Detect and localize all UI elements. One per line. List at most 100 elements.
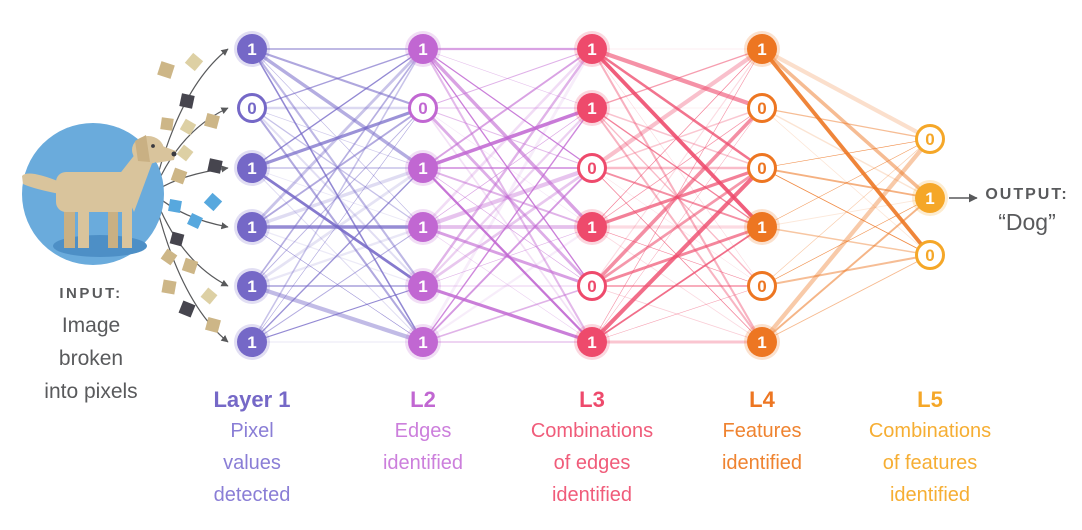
connection <box>590 47 764 170</box>
connection <box>422 48 593 169</box>
caption-line-layer-3-1: Combinations <box>530 420 654 442</box>
node-layer-1-6: 1 <box>237 327 267 357</box>
connection <box>761 47 931 141</box>
input-line-1: Image <box>61 314 121 337</box>
connection <box>761 107 931 199</box>
input-arrow-icon <box>156 201 229 287</box>
input-line-2: broken <box>58 347 124 370</box>
connection <box>422 285 593 343</box>
caption-line-layer-5-1: Combinations <box>868 420 992 442</box>
caption-line-layer-2-1: Edges <box>394 420 452 442</box>
pixel-squares <box>157 52 223 333</box>
connection <box>422 167 593 287</box>
connection <box>591 48 763 109</box>
node-layer-2-2: 0 <box>408 93 438 123</box>
connection <box>761 138 931 287</box>
node-layer-3-4: 1 <box>577 212 607 242</box>
pixel-square <box>160 117 174 131</box>
node-layer-5-3: 0 <box>915 240 945 270</box>
node-layer-3-5: 0 <box>577 271 607 301</box>
caption-title-layer-4: L4 <box>749 387 775 412</box>
node-layer-1-3: 1 <box>237 153 267 183</box>
connection <box>422 48 593 228</box>
connection <box>251 167 424 343</box>
pixel-square <box>184 52 204 72</box>
layer-connections <box>250 46 932 344</box>
connection <box>251 226 424 287</box>
connection <box>591 48 763 287</box>
pixel-square <box>200 287 218 305</box>
connection <box>761 138 931 169</box>
connection <box>251 226 424 343</box>
connection <box>591 47 763 170</box>
node-layer-2-1: 1 <box>408 34 438 64</box>
node-layer-1-4: 1 <box>237 212 267 242</box>
pixel-square <box>169 231 185 247</box>
connection <box>761 254 931 343</box>
pixel-square <box>161 279 177 295</box>
connection <box>422 166 593 288</box>
dog-icon <box>22 135 177 248</box>
connection <box>251 166 424 288</box>
pixel-square <box>178 300 196 318</box>
connection <box>251 107 424 343</box>
node-layer-5-2: 1 <box>915 183 945 213</box>
connection <box>422 48 593 287</box>
node-layer-1-1: 1 <box>237 34 267 64</box>
pixel-square <box>179 118 197 136</box>
connection <box>251 225 424 288</box>
connection <box>251 285 424 343</box>
caption-line-layer-4-2: identified <box>721 452 803 474</box>
node-layer-4-3: 0 <box>747 153 777 183</box>
connection <box>422 226 593 343</box>
node-layer-5-1: 0 <box>915 124 945 154</box>
caption-line-layer-5-3: identified <box>889 484 971 506</box>
pixel-square <box>187 213 203 229</box>
connection <box>422 226 593 287</box>
input-arrow-icon <box>156 107 229 185</box>
connection <box>761 226 931 256</box>
pixel-square <box>157 61 175 79</box>
pixel-square <box>168 199 182 213</box>
node-layer-3-1: 1 <box>577 34 607 64</box>
caption-line-layer-5-2: of features <box>882 452 978 474</box>
pixel-square <box>204 113 220 129</box>
connection <box>761 167 931 256</box>
connection <box>251 107 424 287</box>
connection <box>591 107 763 343</box>
node-layer-4-5: 0 <box>747 271 777 301</box>
caption-line-layer-1-2: values <box>223 452 281 474</box>
connection <box>761 197 931 343</box>
connection <box>422 107 593 287</box>
connection <box>422 167 593 228</box>
node-layer-2-4: 1 <box>408 212 438 242</box>
connection <box>591 226 763 343</box>
connection <box>591 285 763 343</box>
pixel-square <box>205 317 221 333</box>
node-layer-2-3: 1 <box>408 153 438 183</box>
node-layer-2-6: 1 <box>408 327 438 357</box>
pixel-square <box>176 144 194 162</box>
connection <box>761 107 931 140</box>
node-layer-2-5: 1 <box>408 271 438 301</box>
node-layer-4-1: 1 <box>747 34 777 64</box>
node-layer-3-3: 0 <box>577 153 607 183</box>
connection <box>590 166 764 344</box>
pixel-square <box>160 248 178 266</box>
connection <box>761 107 931 256</box>
caption-title-layer-5: L5 <box>917 387 943 412</box>
pixel-square <box>181 257 199 275</box>
connection <box>250 48 425 228</box>
connection <box>422 106 593 170</box>
caption-line-layer-4-1: Features <box>722 420 802 442</box>
caption-line-layer-3-3: identified <box>551 484 633 506</box>
caption-line-layer-1-3: detected <box>213 484 291 506</box>
node-layer-4-4: 1 <box>747 212 777 242</box>
caption-title-layer-2: L2 <box>410 387 436 412</box>
